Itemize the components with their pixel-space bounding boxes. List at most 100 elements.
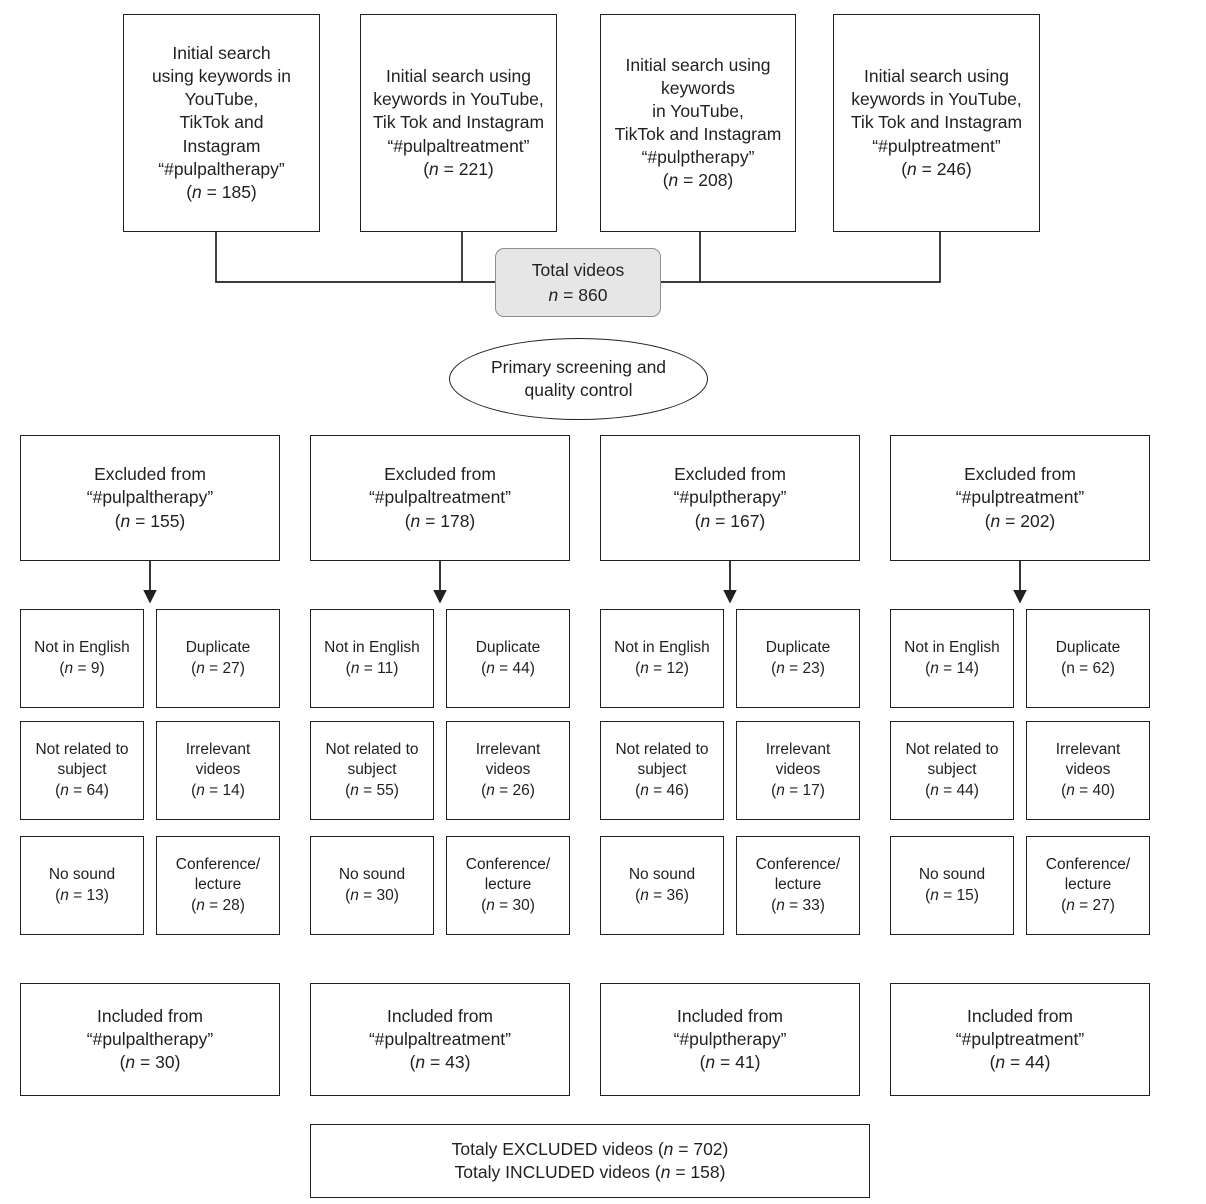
reason-count: (n = 27) xyxy=(1061,896,1115,914)
reason-label: Duplicate xyxy=(475,639,541,657)
reason-label: lecture xyxy=(194,876,242,894)
reason-count: (n = 40) xyxy=(1061,781,1115,799)
source-count: (n = 246) xyxy=(901,158,972,179)
reason-label: lecture xyxy=(774,876,822,894)
source-box-2: Initial search using keywords in YouTube… xyxy=(360,14,557,232)
reason-count: (n = 26) xyxy=(481,781,535,799)
source-line: keywords in YouTube, xyxy=(373,89,544,110)
source-count: (n = 208) xyxy=(662,170,734,191)
reason-count: (n = 28) xyxy=(191,896,245,914)
reason-count: (n = 14) xyxy=(191,781,245,799)
reason-label: subject xyxy=(57,761,107,779)
reason-box: Conference/ lecture (n = 27) xyxy=(1026,836,1150,935)
reason-box: Duplicate (n = 27) xyxy=(156,609,280,708)
reason-count: (n = 12) xyxy=(635,659,689,677)
reason-box: No sound (n = 36) xyxy=(600,836,724,935)
reason-label: Not in English xyxy=(324,639,420,657)
screening-line-2: quality control xyxy=(524,380,633,400)
reason-label: Conference/ xyxy=(175,855,261,873)
excluded-line-1: Excluded from xyxy=(964,464,1076,485)
reason-count: (n = 9) xyxy=(59,659,105,677)
source-box-1: Initial search using keywords in YouTube… xyxy=(123,14,320,232)
reason-box: Conference/ lecture (n = 30) xyxy=(446,836,570,935)
included-line-1: Included from xyxy=(676,1005,784,1026)
included-hashtag: “#pulptherapy” xyxy=(673,1028,787,1049)
reason-box: Not related to subject (n = 44) xyxy=(890,721,1014,820)
source-line: YouTube, xyxy=(184,89,259,110)
reason-box: Not in English (n = 11) xyxy=(310,609,434,708)
excluded-hashtag: “#pulptherapy” xyxy=(673,487,787,508)
included-count: (n = 30) xyxy=(119,1052,181,1073)
included-count: (n = 41) xyxy=(699,1052,761,1073)
excluded-count: (n = 167) xyxy=(694,510,766,531)
reason-box: No sound (n = 13) xyxy=(20,836,144,935)
reason-count: (n = 30) xyxy=(481,896,535,914)
reason-count: (n = 44) xyxy=(481,659,535,677)
total-videos-box: Total videos n = 860 xyxy=(495,248,661,317)
reason-label: subject xyxy=(347,761,397,779)
reason-label: Duplicate xyxy=(765,639,831,657)
screening-line-1: Primary screening and xyxy=(490,356,667,377)
reason-label: Conference/ xyxy=(465,855,551,873)
reason-label: videos xyxy=(775,761,821,779)
source-line: Initial search using xyxy=(864,66,1009,87)
total-included-line: Totaly INCLUDED videos (n = 158) xyxy=(454,1162,726,1182)
included-box-4: Included from “#pulptreatment” (n = 44) xyxy=(890,983,1150,1096)
reason-count: (n = 23) xyxy=(771,659,825,677)
reason-box: Irrelevant videos (n = 17) xyxy=(736,721,860,820)
reason-label: Irrelevant xyxy=(475,740,541,758)
reason-count: (n = 30) xyxy=(345,886,399,904)
source-line: Initial search using xyxy=(386,66,531,87)
excluded-hashtag: “#pulptreatment” xyxy=(955,487,1085,508)
reason-label: Not in English xyxy=(614,639,710,657)
excluded-box-2: Excluded from “#pulpaltreatment” (n = 17… xyxy=(310,435,570,561)
reason-count: (n = 13) xyxy=(55,886,109,904)
source-count: (n = 185) xyxy=(186,181,257,202)
reason-label: Irrelevant xyxy=(185,740,251,758)
reason-label: Duplicate xyxy=(1055,639,1121,657)
reason-label: No sound xyxy=(918,866,986,884)
reason-box: Not in English (n = 12) xyxy=(600,609,724,708)
reason-box: Not related to subject (n = 64) xyxy=(20,721,144,820)
source-line: TikTok and Instagram xyxy=(614,124,782,144)
excluded-line-1: Excluded from xyxy=(94,464,206,485)
reason-count: (n = 55) xyxy=(345,781,399,799)
reason-box: Irrelevant videos (n = 26) xyxy=(446,721,570,820)
source-line: Tik Tok and Instagram xyxy=(372,112,545,133)
included-count: (n = 43) xyxy=(409,1052,471,1073)
excluded-box-3: Excluded from “#pulptherapy” (n = 167) xyxy=(600,435,860,561)
included-hashtag: “#pulptreatment” xyxy=(955,1028,1085,1049)
excluded-hashtag: “#pulpaltreatment” xyxy=(368,487,512,508)
reason-label: Conference/ xyxy=(1045,855,1131,873)
excluded-box-4: Excluded from “#pulptreatment” (n = 202) xyxy=(890,435,1150,561)
source-line: keywords in YouTube, xyxy=(851,89,1022,110)
excluded-count: (n = 155) xyxy=(114,510,186,531)
reason-label: Conference/ xyxy=(755,855,841,873)
included-hashtag: “#pulpaltherapy” xyxy=(86,1028,214,1049)
totals-summary-box: Totaly EXCLUDED videos (n = 702) Totaly … xyxy=(310,1124,870,1198)
source-line: Initial search xyxy=(172,43,271,64)
total-videos-label: Total videos xyxy=(531,260,625,281)
reason-count: (n = 33) xyxy=(771,896,825,914)
excluded-count: (n = 178) xyxy=(404,510,476,531)
reason-label: Irrelevant xyxy=(1055,740,1121,758)
primary-screening-ellipse: Primary screening and quality control xyxy=(449,338,708,420)
reason-label: Duplicate xyxy=(185,639,251,657)
source-line: Tik Tok and Instagram xyxy=(850,112,1023,133)
reason-label: lecture xyxy=(1064,876,1112,894)
reason-box: Not in English (n = 14) xyxy=(890,609,1014,708)
reason-box: Irrelevant videos (n = 40) xyxy=(1026,721,1150,820)
source-hashtag: “#pulpaltreatment” xyxy=(387,135,530,156)
source-line: in YouTube, xyxy=(652,100,744,121)
reason-box: No sound (n = 30) xyxy=(310,836,434,935)
reason-box: Not in English (n = 9) xyxy=(20,609,144,708)
source-hashtag: “#pulptherapy” xyxy=(641,147,755,168)
reason-count: (n = 62) xyxy=(1061,659,1115,677)
reason-box: Not related to subject (n = 55) xyxy=(310,721,434,820)
source-box-3: Initial search using keywords in YouTube… xyxy=(600,14,796,232)
reason-box: No sound (n = 15) xyxy=(890,836,1014,935)
included-box-3: Included from “#pulptherapy” (n = 41) xyxy=(600,983,860,1096)
reason-count: (n = 17) xyxy=(771,781,825,799)
source-hashtag: “#pulptreatment” xyxy=(872,135,1001,156)
